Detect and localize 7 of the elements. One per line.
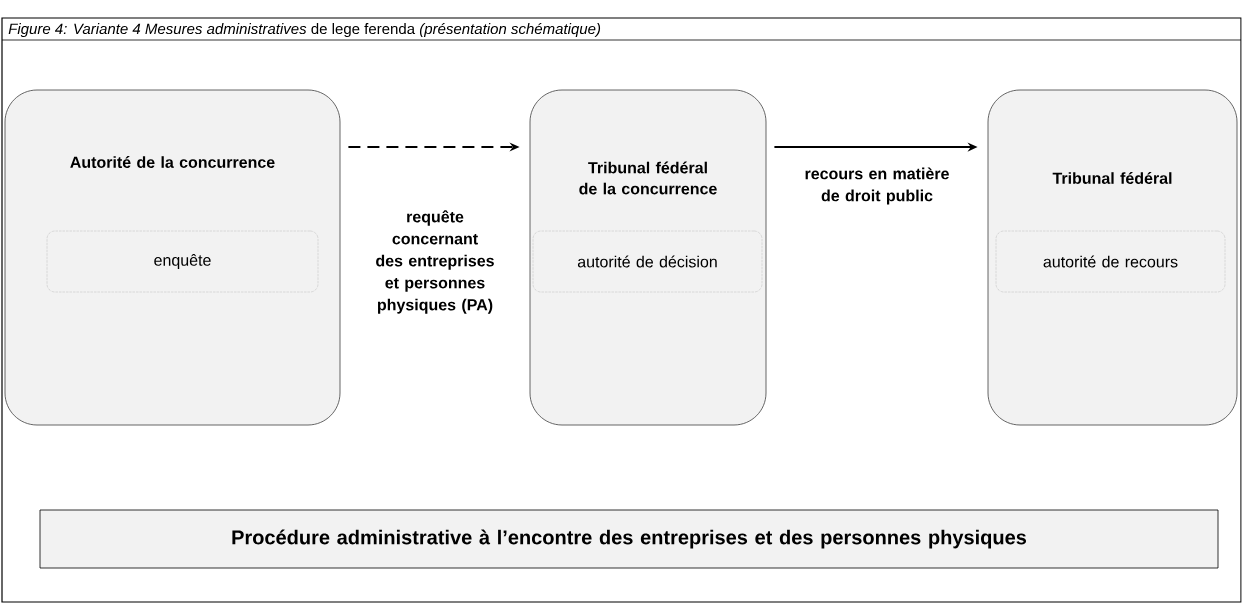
dotted-box: enquête — [46, 230, 319, 293]
edge-label: requête concernant des entreprises et personnes physiques (PA) — [376, 210, 494, 314]
edge-label: recours en matière de droit public — [805, 167, 949, 205]
procedure-box: Procédure administrative à l’encontre des entreprises et des personnes physiques — [39, 509, 1219, 569]
dotted-box: autorité de décision — [532, 230, 763, 293]
dotted-box: autorité de recours — [995, 230, 1226, 293]
figure-title: Figure 4: Variante 4 Mesures administratives de lege ferenda (présentation schématique) — [8, 22, 601, 38]
